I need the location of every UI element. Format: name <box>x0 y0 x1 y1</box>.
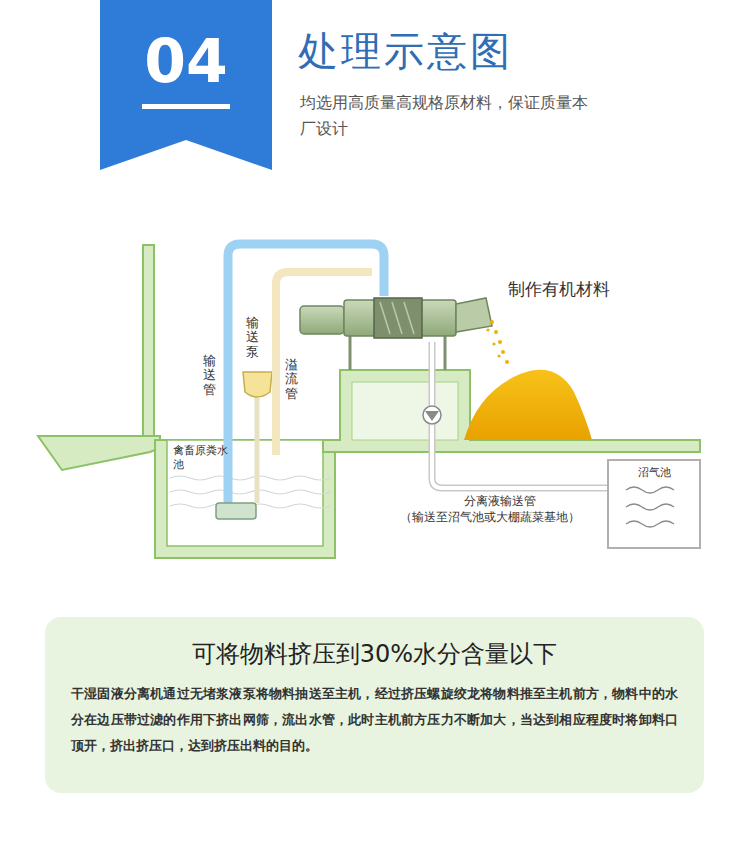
pipe-note: （输送至沼气池或大棚蔬菜基地） <box>398 509 582 526</box>
pump-label: 输送泵 <box>246 316 259 359</box>
banner-fill <box>100 0 272 170</box>
valve <box>423 406 441 424</box>
pump <box>243 372 272 397</box>
pipe-label: 溢流管 <box>285 358 298 401</box>
valve-mark <box>425 411 439 421</box>
manure-tank: 禽畜原粪水池 <box>155 440 335 558</box>
note-panel: 可将物料挤压到30%水分含量以下干湿固液分离机通过无堵浆液泵将物料抽送至主机，经… <box>45 617 704 793</box>
product-label: 制作有机材料 <box>508 278 610 301</box>
biogas-tank-box: 沼气池 <box>608 460 700 548</box>
material-pile <box>464 370 592 440</box>
falling-material <box>486 320 509 364</box>
node-heading: 禽畜原粪水池 <box>173 444 231 472</box>
page-title: 处理示意图 <box>298 24 513 79</box>
inlet-pole <box>143 245 154 440</box>
motor <box>300 306 344 334</box>
platform <box>323 370 700 452</box>
machine-leg <box>444 334 447 370</box>
node-heading: 04 <box>100 26 272 96</box>
liquid-pipe-core <box>432 342 608 488</box>
biogas-tank <box>608 460 700 548</box>
inlet-ramp <box>38 436 160 470</box>
banner-rule <box>142 104 230 109</box>
pipe-label: 分离液输送管 <box>462 493 538 510</box>
discharge-cone <box>456 298 492 332</box>
tank-wall <box>155 440 335 558</box>
number-banner: 04 <box>100 0 272 172</box>
biogas-liquid <box>626 487 674 527</box>
screen <box>374 298 422 338</box>
liquid-pipe <box>432 342 608 488</box>
pipe-label: 输送管 <box>203 354 216 397</box>
platform-inside <box>352 382 458 440</box>
node-body: 干湿固液分离机通过无堵浆液泵将物料抽送至主机，经过挤压螺旋绞龙将物料推至主机前方… <box>71 681 678 759</box>
machine-leg <box>349 334 352 370</box>
conveying-pipe <box>228 244 384 505</box>
node-heading: 沼气池 <box>608 466 700 480</box>
pump-base <box>216 503 256 519</box>
pump-shaft <box>255 398 260 503</box>
subtitle: 均选用高质量高规格原材料，保证质量本厂设计 <box>300 90 600 142</box>
node-heading: 可将物料挤压到30%水分含量以下 <box>71 637 678 671</box>
screw <box>380 302 414 334</box>
